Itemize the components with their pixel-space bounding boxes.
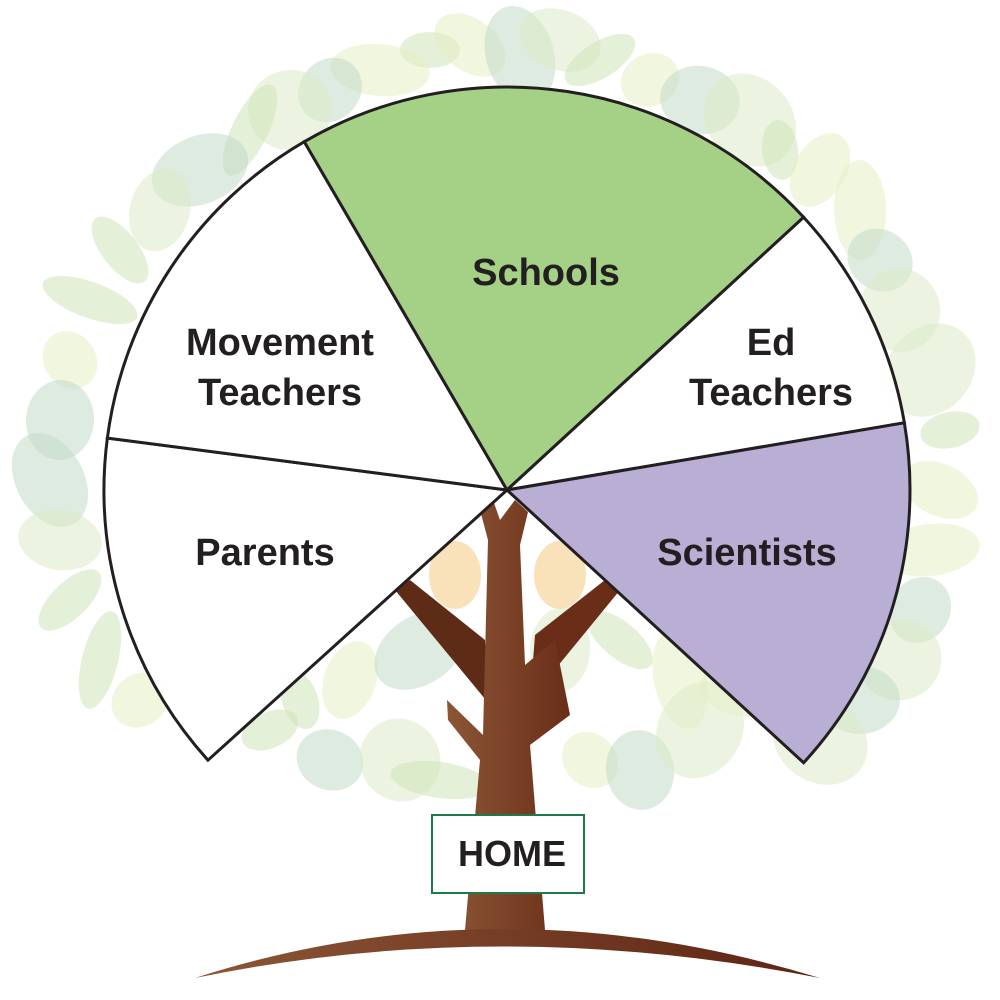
leaf-shape [78,611,122,709]
leaf-shape [789,133,851,207]
segment-movement-teachers-shape[interactable] [105,139,510,492]
leaf-shape [322,641,378,719]
leaf-shape [605,730,675,810]
leaf-shape [42,275,138,325]
ground-arc [195,929,820,978]
segment-scientists-shape[interactable] [503,421,912,765]
leaf-shape [920,411,980,449]
leaf-shape [534,541,586,609]
leaf-shape [11,433,89,527]
leaf-shape [561,731,619,789]
leaf-shape [38,569,102,631]
home-button[interactable]: HOME [431,814,585,894]
leaf-shape [761,120,799,180]
leaf-shape [429,541,481,609]
leaf-shape [18,509,102,571]
leaf-shape [884,323,976,417]
leaf-shape [42,331,98,389]
leaf-shape [564,33,636,87]
leaf-shape [129,168,191,252]
segment-schools-shape[interactable] [302,85,806,493]
home-label: HOME [458,833,566,874]
segment-parents-shape[interactable] [102,436,511,763]
segment-ed-teachers-shape[interactable] [502,215,907,493]
home-box[interactable] [431,814,585,894]
leaf-shape [390,760,490,800]
leaf-shape [241,709,299,751]
leaf-shape [902,460,978,520]
leaf-shape [296,729,364,791]
leaf-shape [91,216,149,284]
leaf-shape [587,610,653,670]
leaf-shape [359,718,441,802]
background-leaves [11,6,980,810]
